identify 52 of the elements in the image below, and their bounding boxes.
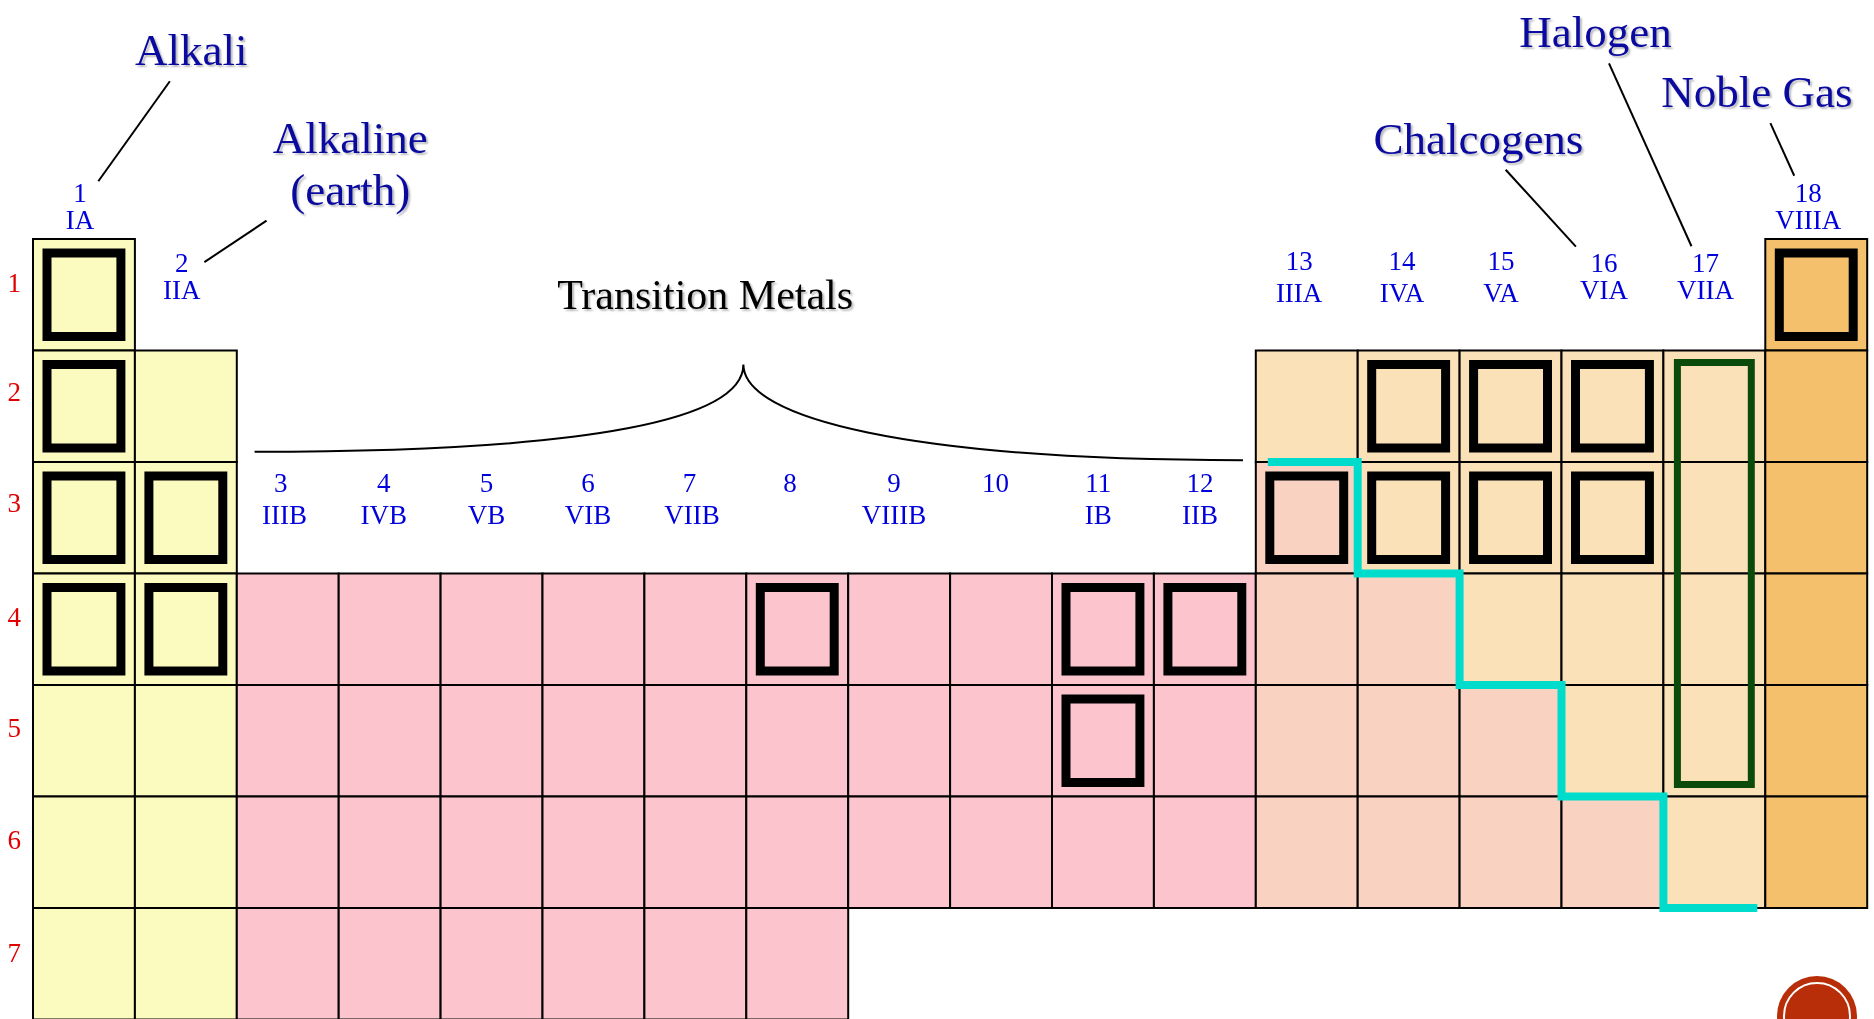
group-numeral: VIIA	[1677, 277, 1734, 305]
group-numeral: VIB	[564, 501, 612, 529]
leader-line	[1608, 62, 1693, 248]
group-number: 6	[581, 469, 595, 497]
group-numeral: IVB	[360, 501, 407, 529]
group-number: 16	[1589, 250, 1619, 278]
period-number: 5	[7, 714, 22, 742]
period-number: 7	[7, 939, 22, 967]
group-numeral: IB	[1084, 501, 1112, 529]
period-number: 3	[7, 489, 22, 517]
group-numeral: IIA	[162, 277, 201, 305]
group-number: 17	[1690, 250, 1720, 278]
group-numeral: VB	[467, 501, 506, 529]
category-label: Transition Metals	[557, 274, 854, 317]
period-number: 4	[7, 603, 22, 631]
leader-line	[203, 219, 268, 264]
period-number: 2	[7, 378, 22, 406]
group-numeral: VIIIA	[1775, 206, 1842, 234]
group-numeral: VIIB	[664, 501, 720, 529]
leader-line	[1504, 168, 1577, 248]
group-number: 2	[173, 250, 190, 278]
group-number: 13	[1285, 247, 1313, 275]
group-name-label: Alkaline (earth)	[255, 113, 446, 217]
group-numeral: IIIB	[261, 501, 307, 529]
leader-line	[1769, 122, 1796, 177]
group-numeral: IVA	[1379, 279, 1425, 307]
group-number: 4	[376, 469, 391, 497]
group-number: 3	[274, 469, 288, 497]
group-number: 7	[682, 469, 697, 497]
group-numeral: IIIA	[1275, 279, 1323, 307]
group-number: 9	[887, 469, 901, 497]
leader-line	[97, 80, 171, 183]
group-number: 12	[1186, 469, 1214, 497]
group-number: 1	[72, 179, 88, 207]
group-number: 18	[1793, 179, 1823, 207]
group-numeral: VA	[1483, 279, 1519, 307]
group-numeral: VIIIB	[861, 501, 927, 529]
group-number: 11	[1085, 469, 1112, 497]
period-number: 1	[7, 269, 22, 297]
group-number: 10	[982, 469, 1010, 497]
period-number: 6	[7, 826, 22, 854]
group-name-label: Chalcogens	[1373, 113, 1584, 166]
group-name-label: Noble Gas	[1661, 67, 1853, 120]
group-name-label: Alkali	[135, 25, 248, 78]
group-numeral: VIA	[1579, 277, 1628, 305]
group-number: 15	[1487, 247, 1515, 275]
group-name-label: Halogen	[1519, 7, 1672, 60]
group-number: 14	[1388, 247, 1416, 275]
group-numeral: IA	[65, 206, 95, 234]
group-number: 8	[783, 469, 797, 497]
group-number: 5	[479, 469, 494, 497]
group-numeral: IIB	[1181, 501, 1218, 529]
